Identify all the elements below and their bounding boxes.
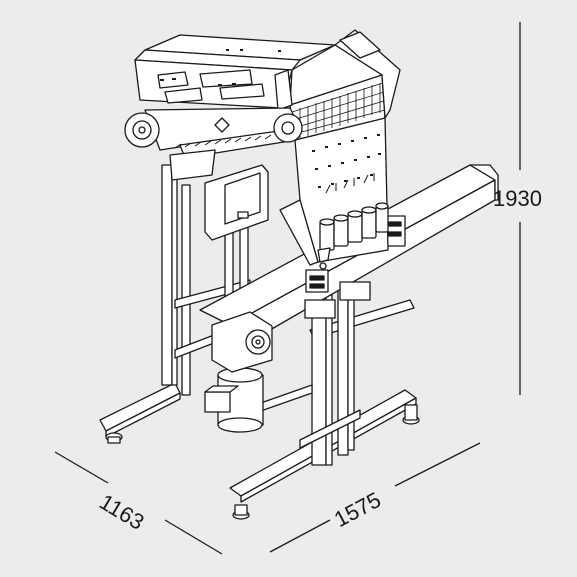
buckets (317, 202, 389, 270)
top-hopper (134, 29, 401, 119)
feeder-drum (124, 107, 303, 181)
front-uprights (254, 284, 361, 466)
height-dimension-label: 1930 (493, 186, 542, 211)
control-panel (204, 164, 269, 241)
motor (204, 367, 264, 433)
dimension-lines (54, 22, 521, 555)
rear-uprights (161, 164, 251, 396)
